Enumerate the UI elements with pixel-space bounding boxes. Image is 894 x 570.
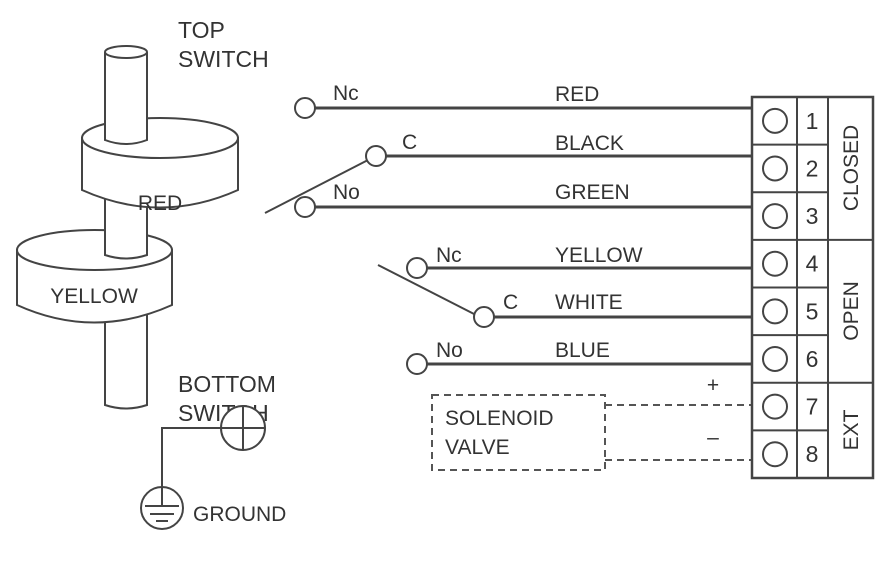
terminal-screw-icon	[762, 250, 788, 277]
minus-label: –	[707, 426, 719, 449]
terminal-screw-icon	[762, 155, 788, 182]
c-contact-icon	[473, 306, 495, 328]
terminal-number: 3	[806, 203, 819, 229]
top-switch-label-1: TOP	[178, 17, 225, 43]
terminal-number: 8	[806, 441, 819, 467]
bottom-nc-label: Nc	[436, 244, 462, 267]
solenoid-valve: SOLENOID VALVE + –	[431, 374, 752, 471]
top-switch-label-2: SWITCH	[178, 46, 269, 72]
top-c-label: C	[402, 131, 417, 154]
terminal-number: 6	[806, 346, 819, 372]
ground-label: GROUND	[193, 503, 286, 526]
group-label-closed: CLOSED	[840, 125, 863, 211]
no-contact-icon	[294, 196, 316, 218]
terminal-screw-icon	[762, 298, 788, 325]
switch-assembly: RED YELLOW	[16, 45, 239, 410]
terminal-number: 5	[806, 298, 819, 324]
ground-symbol-icon	[140, 486, 184, 530]
plus-label: +	[707, 374, 719, 397]
nc-contact-icon	[406, 257, 428, 279]
terminal-screw-icon	[762, 345, 788, 372]
wire-label-white: WHITE	[555, 291, 623, 314]
top-switch-contacts: Nc C No	[264, 82, 752, 218]
terminal-number: 7	[806, 394, 819, 420]
wire-label-black: BLACK	[555, 132, 624, 155]
c-contact-icon	[365, 145, 387, 167]
bottom-switch-label-1: BOTTOM	[178, 371, 276, 397]
bottom-c-label: C	[503, 291, 518, 314]
solenoid-label-1: SOLENOID	[445, 407, 554, 430]
terminal-number: 4	[806, 251, 819, 277]
nc-contact-icon	[294, 97, 316, 119]
terminal-screw-icon	[762, 393, 788, 420]
terminal-number: 2	[806, 155, 819, 181]
ground-connection: GROUND	[140, 405, 286, 530]
terminal-screw-icon	[762, 203, 788, 230]
terminal-screw-icon	[762, 441, 788, 468]
wire-label-yellow: YELLOW	[555, 244, 643, 267]
ground-screw-icon	[220, 405, 266, 451]
top-nc-label: Nc	[333, 82, 359, 105]
bottom-switch-contacts: Nc C No	[377, 244, 752, 375]
no-contact-icon	[406, 353, 428, 375]
bottom-no-label: No	[436, 339, 463, 362]
wire-label-blue: BLUE	[555, 339, 610, 362]
top-no-label: No	[333, 181, 360, 204]
red-disc-label: RED	[138, 192, 182, 215]
wire-label-red: RED	[555, 83, 599, 106]
solenoid-label-2: VALVE	[445, 436, 510, 459]
group-label-ext: EXT	[840, 409, 863, 450]
terminal-number: 1	[806, 108, 819, 134]
wire-label-green: GREEN	[555, 181, 630, 204]
terminal-block: CLOSED OPEN EXT 1 2 3 4 5 6 7 8	[750, 95, 875, 480]
group-label-open: OPEN	[840, 281, 863, 341]
yellow-disc-label: YELLOW	[50, 285, 138, 308]
terminal-screw-icon	[762, 107, 788, 134]
yellow-float-disc	[16, 229, 173, 324]
